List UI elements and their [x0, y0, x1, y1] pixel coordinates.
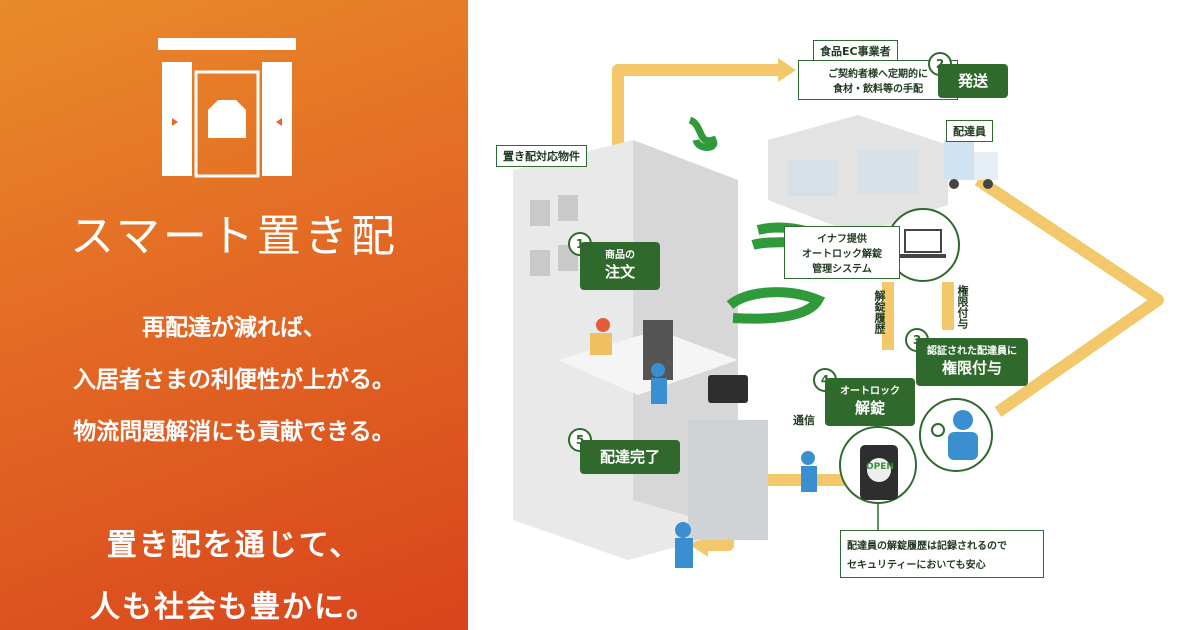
- ec-description-box: ご契約者様へ定期的に 食材・飲料等の手配: [798, 60, 958, 100]
- step-3-callout: 認証された配達員に 権限付与: [916, 338, 1028, 386]
- building-label: 置き配対応物件: [496, 145, 587, 167]
- delivery-person-icon: [953, 410, 973, 430]
- apartment-building-icon: [513, 140, 768, 560]
- step-4-sub: オートロック: [840, 386, 900, 397]
- ec-desc-line-2: 食材・飲料等の手配: [833, 84, 923, 95]
- slogan-line-1: 置き配を通じて、: [106, 528, 362, 563]
- step-5-main: 配達完了: [599, 448, 660, 466]
- intercom-device-icon: [708, 375, 748, 403]
- step-1-callout: 商品の 注文: [580, 242, 660, 290]
- unlock-history-label: 解錠履歴: [873, 290, 886, 334]
- scribble-mark: [688, 116, 718, 151]
- driver-label: 配達員: [946, 120, 993, 142]
- ec-title: 食品EC事業者: [813, 40, 898, 62]
- step-1-main: 注文: [604, 263, 635, 281]
- communication-label: 通信: [793, 414, 815, 427]
- slogan-line-2: 人も社会も豊かに。: [90, 590, 378, 625]
- security-note-box: 配達員の解錠履歴は記録されるので セキュリティーにおいても安心: [840, 530, 1044, 578]
- grant-permission-label: 権限付与: [956, 285, 969, 329]
- smart-okihai-logo: [158, 38, 296, 178]
- laptop-icon: [904, 229, 942, 253]
- step-3-sub: 認証された配達員に: [927, 346, 1017, 357]
- open-screen-text: OPEN: [866, 462, 894, 472]
- step-4-callout: オートロック 解錠: [825, 378, 915, 426]
- warehouse-icon: [768, 115, 948, 235]
- step-2-main: 発送: [957, 72, 988, 90]
- security-note-line-2: セキュリティーにおいても安心: [847, 560, 986, 571]
- system-box: イナフ提供 オートロック解錠 管理システム: [784, 226, 900, 279]
- step-5-callout: 配達完了: [580, 440, 680, 474]
- tagline-1: 再配達が減れば、: [142, 315, 326, 341]
- key-icon: [931, 423, 945, 437]
- system-line-3: 管理システム: [812, 264, 872, 275]
- brand-name: スマート置き配: [70, 211, 398, 262]
- security-note-line-1: 配達員の解錠履歴は記録されるので: [847, 541, 1007, 552]
- delivery-flow-diagram: 置き配対応物件 食品EC事業者 ご契約者様へ定期的に 食材・飲料等の手配 イナフ…: [468, 0, 1200, 630]
- system-line-1: イナフ提供: [817, 234, 867, 245]
- step-1-sub: 商品の: [605, 250, 635, 261]
- step-4-main: 解錠: [854, 399, 885, 417]
- system-line-2: オートロック解錠: [802, 249, 882, 260]
- step-2-callout: 発送: [938, 64, 1008, 98]
- ec-desc-line-1: ご契約者様へ定期的に: [828, 69, 928, 80]
- delivery-truck-icon: [944, 140, 998, 189]
- promo-panel: スマート置き配 再配達が減れば、 入居者さまの利便性が上がる。 物流問題解消にも…: [0, 0, 468, 630]
- tagline-3: 物流問題解消にも貢献できる。: [73, 419, 395, 445]
- resident-icon: [596, 318, 610, 332]
- tagline-2: 入居者さまの利便性が上がる。: [73, 367, 395, 393]
- step-3-main: 権限付与: [941, 359, 1002, 377]
